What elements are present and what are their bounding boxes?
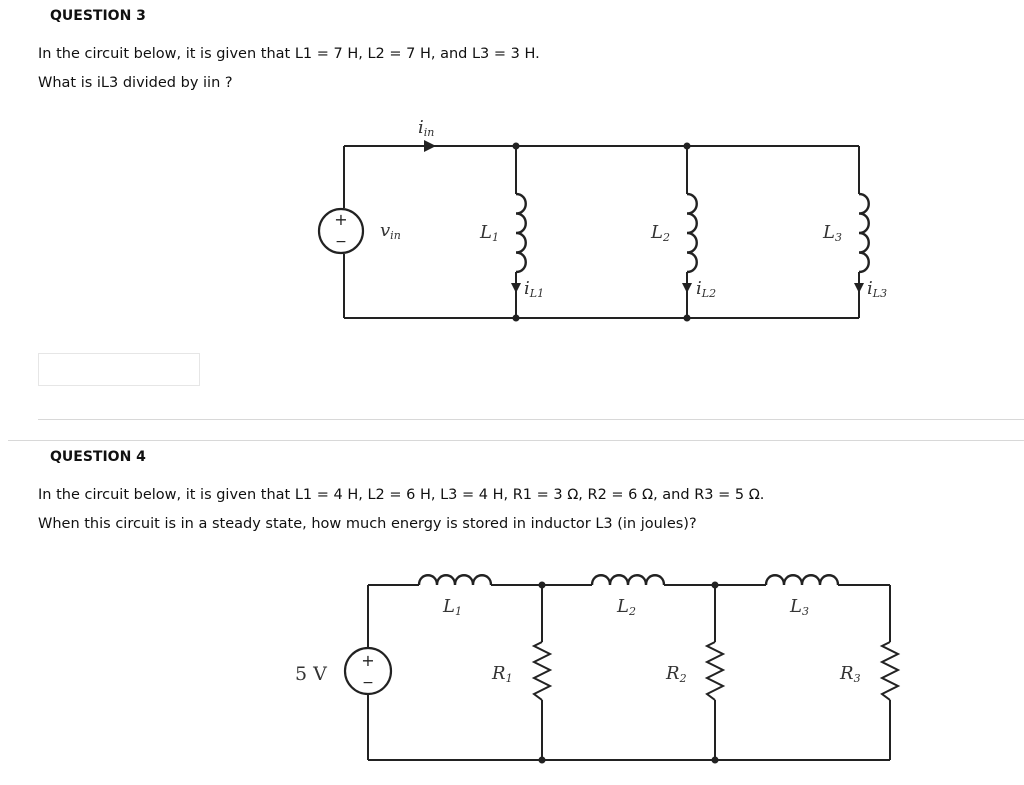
q3-vin-label: vin	[380, 220, 401, 242]
question-4-divider	[8, 440, 1024, 441]
q4-resistors	[531, 641, 901, 701]
q4-l3-label: L3	[789, 596, 809, 618]
q3-il1-label: iL1	[524, 278, 544, 300]
q3-il3-label: iL3	[867, 278, 887, 300]
svg-text:−: −	[362, 675, 374, 691]
q3-iin-arrow	[424, 140, 436, 152]
q3-inductor-l2	[686, 192, 698, 274]
q3-il2-label: iL2	[696, 278, 716, 300]
q4-inductor-l3	[764, 574, 840, 586]
question-4-text-line1: In the circuit below, it is given that L…	[38, 487, 765, 503]
q3-voltage-source: + −	[317, 207, 365, 255]
q3-inductor-l1	[515, 192, 527, 274]
svg-text:−: −	[335, 234, 347, 250]
q3-inductor-l3	[858, 192, 870, 274]
question-3-divider	[38, 419, 1024, 420]
question-3-title: QUESTION 3	[50, 8, 146, 24]
q3-iin-label: iin	[418, 117, 434, 139]
q3-l1-label: L1	[479, 222, 499, 244]
question-4-text-line2: When this circuit is in a steady state, …	[38, 516, 697, 532]
q4-source-label: 5 V	[295, 663, 327, 685]
svg-text:+: +	[334, 210, 347, 229]
q3-wires	[343, 145, 859, 319]
q4-inductor-l1	[417, 574, 493, 586]
question-3-answer-input[interactable]	[38, 353, 200, 386]
q4-l2-label: L2	[616, 596, 636, 618]
q3-l3-label: L3	[822, 222, 842, 244]
svg-text:+: +	[361, 651, 374, 670]
question-4-title: QUESTION 4	[50, 449, 146, 465]
q4-voltage-source: + −	[343, 646, 393, 696]
q4-r3-label: R3	[839, 663, 861, 685]
q4-l1-label: L1	[442, 596, 462, 618]
question-3-text-line2: What is iL3 divided by iin ?	[38, 75, 233, 91]
question-3-text-line1: In the circuit below, it is given that L…	[38, 46, 540, 62]
q3-branch-wires	[515, 146, 860, 318]
q4-inductor-l2	[590, 574, 666, 586]
q3-l2-label: L2	[650, 222, 670, 244]
q4-r1-label: R1	[491, 663, 513, 685]
q4-r2-label: R2	[665, 663, 687, 685]
